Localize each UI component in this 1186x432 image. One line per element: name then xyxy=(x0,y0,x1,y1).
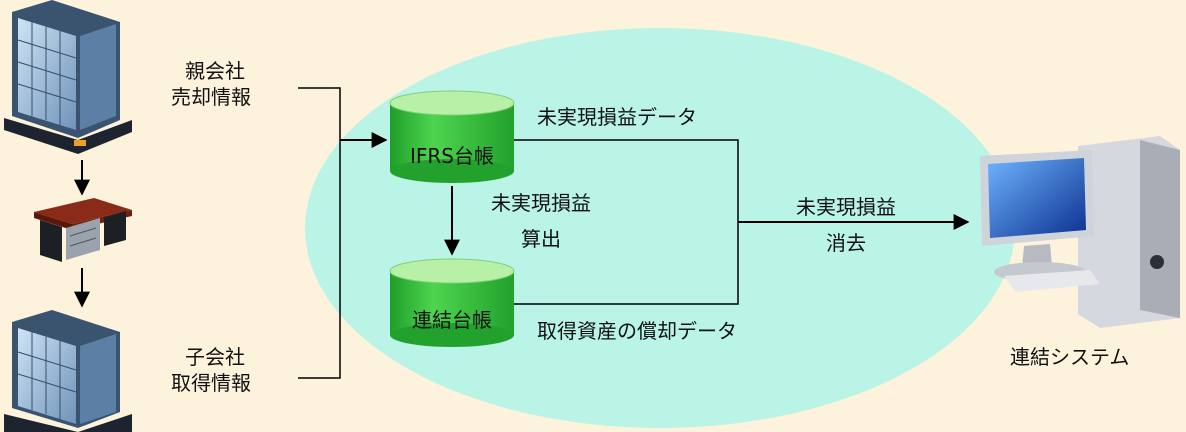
acquired-asset-depreciation-label: 取得資産の償却データ xyxy=(537,319,737,343)
unrealized-calc-label: 未実現損益 算出 xyxy=(476,190,606,252)
building-icon xyxy=(4,310,132,432)
unrealized-elimination-line2: 消去 xyxy=(826,231,866,255)
unrealized-calc-line1: 未実現損益 xyxy=(491,191,591,215)
child-company-line2: 取得情報 xyxy=(171,371,251,395)
computer-icon xyxy=(980,136,1180,328)
consolidation-ledger-label: 連結台帳 xyxy=(412,308,492,332)
unrealized-elimination-label: 未実現損益 消去 xyxy=(776,194,916,256)
desk-icon xyxy=(34,198,132,262)
parent-company-line1: 親会社 xyxy=(185,59,245,83)
child-company-label: 子会社 取得情報 xyxy=(171,344,251,396)
unrealized-data-label: 未実現損益データ xyxy=(537,105,697,129)
building-icon xyxy=(4,0,132,154)
parent-company-line2: 売却情報 xyxy=(171,85,251,109)
consolidation-system-label: 連結システム xyxy=(1010,345,1130,369)
ifrs-ledger-cylinder xyxy=(389,90,515,183)
consolidation-ledger-cylinder xyxy=(389,258,515,347)
input-connector xyxy=(298,87,341,379)
ifrs-ledger-label: IFRS台帳 xyxy=(410,144,494,168)
child-company-line1: 子会社 xyxy=(185,345,245,369)
unrealized-elimination-line1: 未実現損益 xyxy=(796,195,896,219)
parent-company-label: 親会社 売却情報 xyxy=(171,58,251,110)
unrealized-calc-line2: 算出 xyxy=(521,227,561,251)
